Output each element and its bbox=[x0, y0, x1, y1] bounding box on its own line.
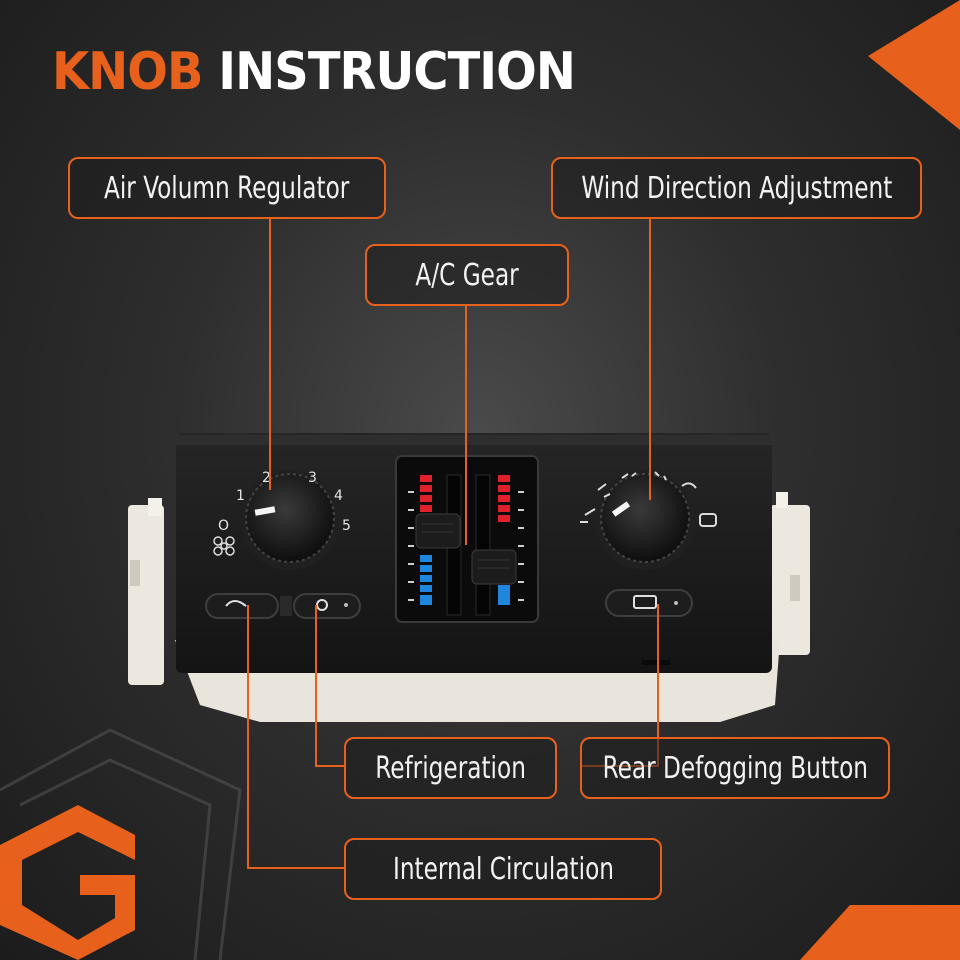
fan-scale-5: 5 bbox=[342, 518, 351, 534]
fan-icon bbox=[213, 536, 235, 556]
callout-wind-direction-adjustment: Wind Direction Adjustment bbox=[551, 157, 922, 219]
callout-air-volume-regulator-text: Air Volumn Regulator bbox=[104, 170, 350, 206]
callout-ac-gear: A/C Gear bbox=[365, 244, 569, 306]
title-word-instruction: INSTRUCTION bbox=[218, 42, 576, 102]
title-word-knob: KNOB bbox=[52, 42, 203, 102]
brand-logo-icon bbox=[0, 805, 135, 960]
right-temperature-slider-handle[interactable] bbox=[471, 549, 517, 585]
fan-scale-1: 1 bbox=[236, 488, 245, 504]
air-direction-scale-icons bbox=[580, 471, 717, 527]
left-temperature-slider-handle[interactable] bbox=[415, 513, 461, 549]
page-title: KNOB INSTRUCTION bbox=[52, 46, 576, 98]
fan-scale: O 1 2 3 4 5 bbox=[218, 470, 351, 534]
button-divider bbox=[280, 596, 292, 616]
panel-slot bbox=[642, 660, 670, 665]
callout-wind-direction-text: Wind Direction Adjustment bbox=[580, 170, 893, 206]
fan-scale-4: 4 bbox=[334, 488, 343, 504]
left-slider-scale bbox=[408, 475, 432, 605]
callout-refrigeration-text: Refrigeration bbox=[375, 750, 526, 786]
callout-internal-circulation: Internal Circulation bbox=[344, 838, 662, 900]
rear-defog-button[interactable] bbox=[605, 589, 693, 617]
callout-internal-circulation-text: Internal Circulation bbox=[392, 851, 614, 887]
fan-scale-2: 2 bbox=[262, 470, 271, 486]
internal-circulation-button[interactable] bbox=[205, 593, 279, 619]
callout-ac-gear-text: A/C Gear bbox=[415, 257, 519, 293]
callout-refrigeration: Refrigeration bbox=[344, 737, 557, 799]
top-right-arrow-shape bbox=[868, 0, 960, 130]
air-direction-knob[interactable] bbox=[595, 470, 695, 570]
callout-rear-defogging-button: Rear Defogging Button bbox=[580, 737, 890, 799]
refrigeration-button[interactable] bbox=[293, 593, 361, 619]
callout-air-volume-regulator: Air Volumn Regulator bbox=[68, 157, 386, 219]
fan-scale-3: 3 bbox=[308, 470, 317, 486]
fan-scale-0: O bbox=[218, 518, 229, 534]
callout-rear-defogging-text: Rear Defogging Button bbox=[602, 750, 868, 786]
bottom-right-corner-shape bbox=[800, 905, 960, 960]
right-slider-scale bbox=[498, 475, 524, 605]
fan-speed-knob[interactable] bbox=[240, 470, 340, 570]
watermark-logo-outline bbox=[0, 728, 242, 960]
